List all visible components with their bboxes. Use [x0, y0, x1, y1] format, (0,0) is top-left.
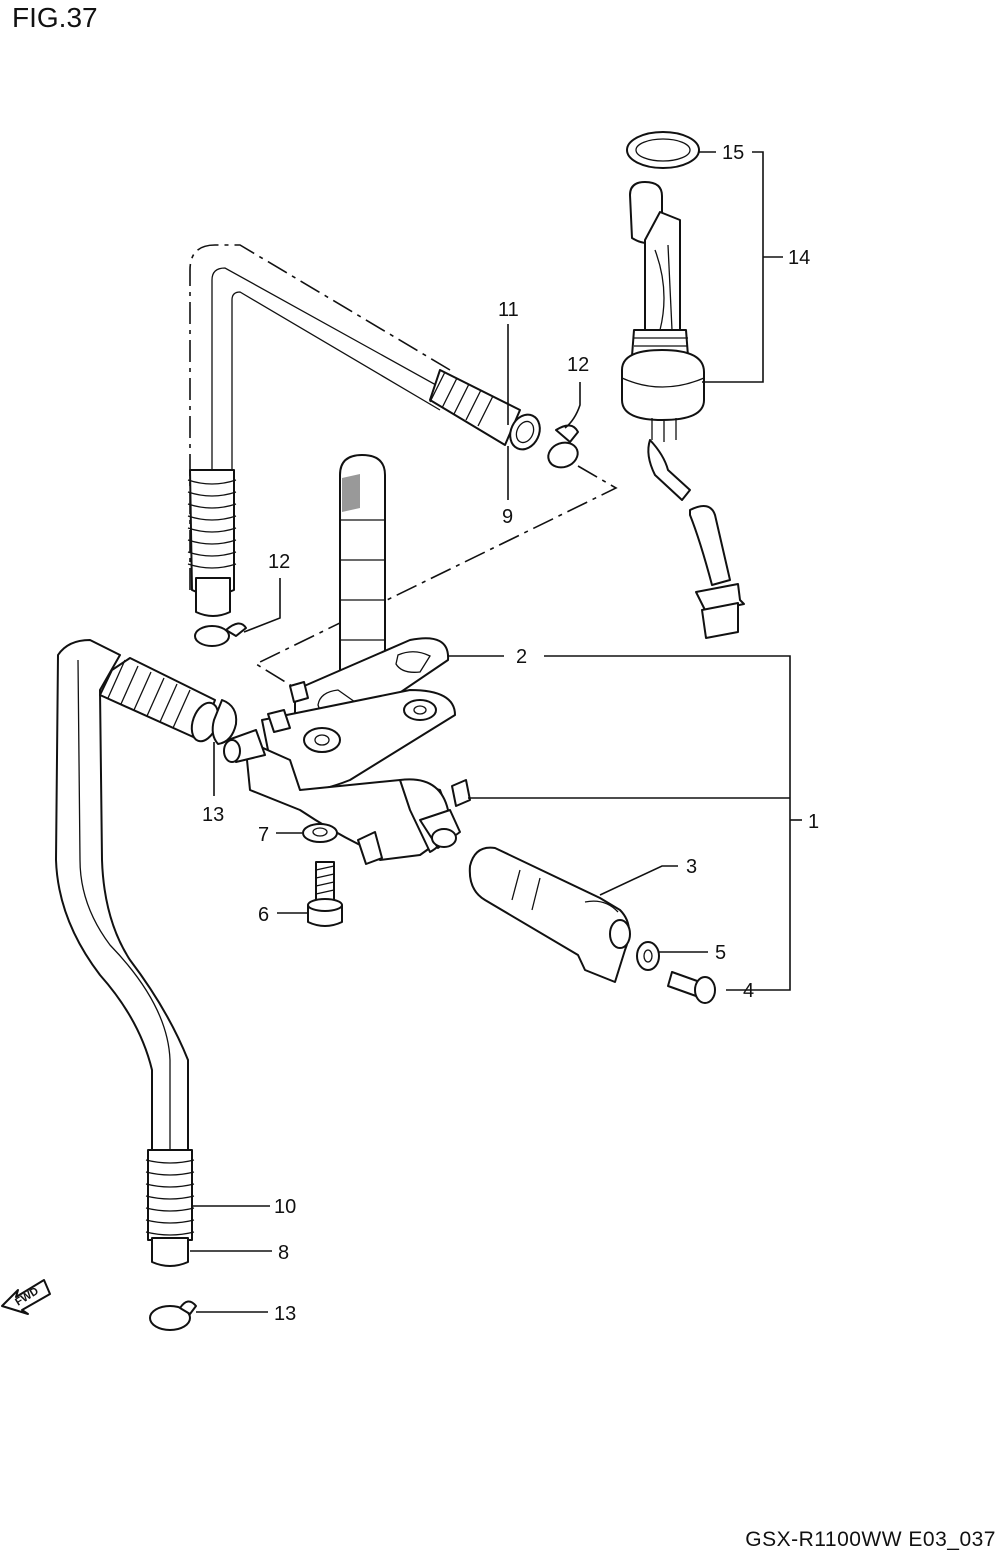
- callout-3: 3: [686, 856, 697, 878]
- callout-1: 1: [808, 811, 819, 833]
- bolt-mounting: [307, 861, 343, 927]
- callout-13-upper: 13: [202, 804, 224, 826]
- callout-10: 10: [274, 1196, 296, 1218]
- fuel-level-sensor: [621, 181, 745, 639]
- o-ring: [626, 131, 700, 169]
- screw-lever: [667, 971, 716, 1004]
- callout-14: 14: [788, 247, 810, 269]
- forward-arrow-icon: FWD: [1, 1279, 51, 1315]
- hose-clamp-bottom: [149, 1300, 197, 1331]
- callout-11: 11: [498, 299, 519, 321]
- hose-clamp-upper: [547, 424, 579, 469]
- leader-lines: [190, 151, 802, 1313]
- figure-title: FIG.37: [12, 2, 98, 33]
- callout-12-upper: 12: [567, 354, 589, 376]
- callout-8: 8: [278, 1242, 289, 1264]
- callout-4: 4: [743, 980, 754, 1002]
- callout-2: 2: [516, 646, 527, 668]
- figure-code: GSX-R1100WW E03_037: [745, 1528, 996, 1551]
- callout-12-lower: 12: [268, 551, 290, 573]
- callout-7: 7: [258, 824, 269, 846]
- washer-lever: [636, 941, 660, 971]
- callout-9: 9: [502, 506, 513, 528]
- fuel-cock-lever: [468, 846, 631, 983]
- callout-13-lower: 13: [274, 1303, 296, 1325]
- lower-fuel-hose: [55, 639, 220, 1267]
- fuel-cock-assembly: [223, 454, 471, 865]
- callout-15: 15: [722, 142, 744, 164]
- callout-6: 6: [258, 904, 269, 926]
- callout-5: 5: [715, 942, 726, 964]
- washer-bolt: [302, 823, 338, 843]
- hose-clamp-middle: [194, 622, 247, 647]
- upper-fuel-hose: [187, 244, 541, 617]
